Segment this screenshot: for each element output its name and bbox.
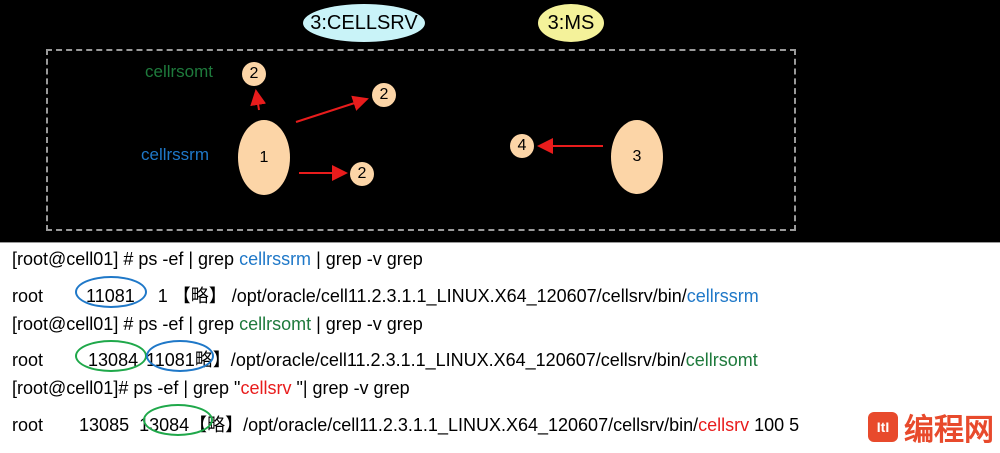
node-2-top-left: 2	[242, 62, 266, 86]
node-1: 1	[238, 120, 290, 195]
ppid-ring-blue	[146, 340, 214, 372]
cmd-line-1: [root@cell01] # ps -ef | grep cellrssrm …	[12, 249, 423, 270]
watermark-text: 编程网	[904, 414, 994, 447]
path-text: 1 【略】 /opt/oracle/cell11.2.3.1.1_LINUX.X…	[157, 286, 687, 306]
ppid-ring-green	[143, 404, 213, 436]
cmd-text: | grep -v grep	[311, 249, 423, 269]
cmd-text: [root@cell01] # ps -ef | grep	[12, 249, 240, 269]
ms-bubble: 3:MS	[538, 4, 604, 42]
cmd-highlight: cellsrv	[240, 378, 292, 398]
cmd-text: | grep -v grep	[311, 314, 423, 334]
process-group-box	[46, 49, 796, 231]
arrows-layer	[250, 89, 603, 181]
cmd-highlight: cellrssrm	[239, 249, 312, 269]
pid-text: 13085	[79, 415, 130, 435]
arrow-1-to-2-top-left	[250, 89, 267, 111]
user-text: root	[12, 286, 44, 306]
user-text: root	[12, 415, 44, 435]
node-2-top-right: 2	[372, 83, 396, 107]
node-3: 3	[611, 120, 663, 194]
cellrssrm-label: cellrssrm	[141, 145, 209, 164]
proc-name: cellrsomt	[685, 350, 758, 370]
user-text: root	[12, 350, 44, 370]
watermark: ItI 编程网	[868, 405, 994, 449]
pid-ring-blue	[75, 276, 147, 308]
cellrsomt-label: cellrsomt	[145, 62, 214, 81]
cellsrv-bubble: 3:CELLSRV	[303, 4, 425, 42]
node-4: 4	[510, 134, 534, 158]
cmd-text: [root@cell01]# ps -ef | grep "	[12, 378, 241, 398]
path-text: 略】/opt/oracle/cell11.2.3.1.1_LINUX.X64_1…	[194, 350, 686, 370]
proc-name: cellrssrm	[686, 286, 759, 306]
cmd-text: [root@cell01] # ps -ef | grep	[12, 314, 240, 334]
terminal-output: [root@cell01] # ps -ef | grep cellrssrm …	[0, 242, 1000, 453]
pid-ring-green	[75, 340, 147, 372]
node-2-bottom: 2	[350, 162, 374, 186]
watermark-logo-icon: ItI	[868, 412, 898, 442]
cmd-line-3: [root@cell01] # ps -ef | grep cellrsomt …	[12, 314, 423, 335]
cmd-highlight: cellrsomt	[239, 314, 312, 334]
cmd-text: "| grep -v grep	[291, 378, 410, 398]
arrow-1-to-2-top-right	[295, 95, 369, 123]
proc-name: cellsrv	[698, 415, 750, 435]
cmd-line-5: [root@cell01]# ps -ef | grep "cellsrv "|…	[12, 378, 410, 399]
tail-text: 100 5	[749, 415, 800, 435]
path-text: 【略】/opt/oracle/cell11.2.3.1.1_LINUX.X64_…	[189, 415, 699, 435]
